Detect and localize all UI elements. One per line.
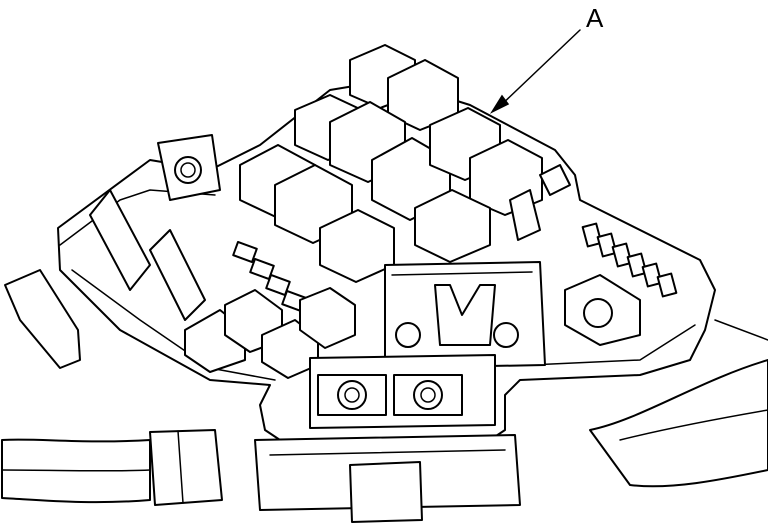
callout-a-label: A bbox=[586, 3, 604, 33]
front-cover bbox=[254, 434, 521, 523]
housing-clip-left bbox=[157, 134, 221, 201]
mounting-bracket-left bbox=[4, 269, 81, 369]
relay-block bbox=[239, 44, 543, 283]
wire-harness-left bbox=[1, 429, 223, 506]
housing-clip-right bbox=[564, 274, 641, 346]
center-connector bbox=[384, 261, 546, 369]
fuse-slots-left bbox=[89, 189, 356, 379]
terminal-studs bbox=[309, 354, 496, 429]
callout-a-arrowhead bbox=[489, 94, 510, 114]
fuse-slots-right bbox=[509, 164, 678, 298]
callout-a: A bbox=[489, 3, 604, 114]
wire-harness-right bbox=[589, 319, 768, 488]
callout-a-leader bbox=[497, 29, 581, 109]
